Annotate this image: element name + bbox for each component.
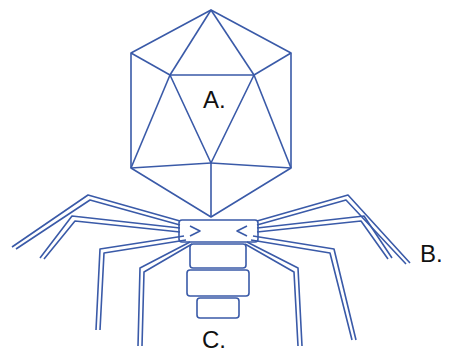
part-letter: A. (203, 88, 226, 112)
collar-notch (237, 226, 247, 236)
head-face (170, 75, 254, 163)
tail-fibres (12, 195, 410, 346)
part-letter: C. (202, 328, 226, 352)
tail-ring (197, 298, 239, 318)
collar-notch (190, 226, 200, 236)
part-letter: B. (420, 242, 443, 266)
collar (179, 220, 258, 242)
tail-ring (190, 244, 246, 268)
head-outline (131, 10, 291, 217)
head-edges (131, 10, 291, 217)
tail-ring (187, 270, 249, 296)
